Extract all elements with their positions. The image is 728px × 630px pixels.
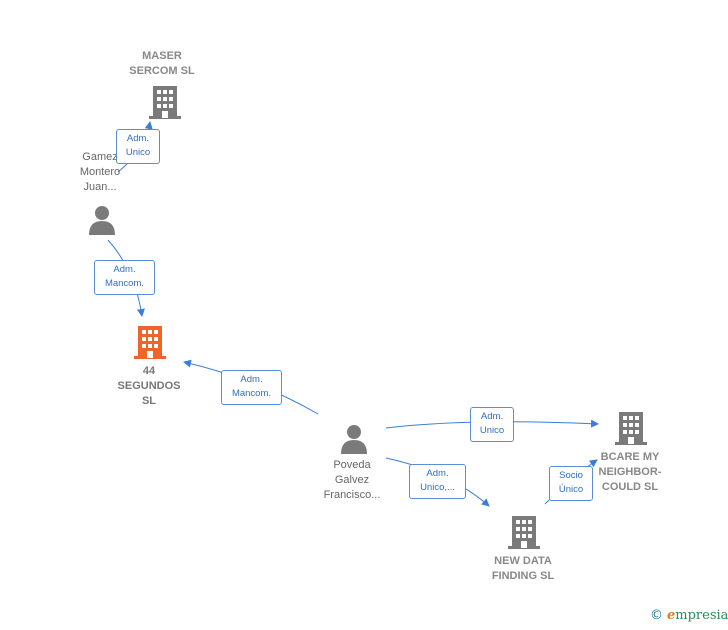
edge-label-poveda-newdata: Adm. Unico,... xyxy=(409,464,466,499)
node-label-bcare: BCARE MY NEIGHBOR- COULD SL xyxy=(598,451,662,493)
copyright-icon: © xyxy=(650,608,663,623)
node-label-maser: MASER SERCOM SL xyxy=(129,50,195,77)
edge-label-gamez-maser: Adm. Unico xyxy=(116,129,160,164)
building-icon[interactable] xyxy=(149,84,181,120)
building-icon[interactable] xyxy=(615,410,647,446)
edge-label-newdata-bcare: Socio Único xyxy=(549,466,593,501)
person-icon[interactable] xyxy=(87,205,117,235)
person-icon[interactable] xyxy=(339,424,369,454)
node-label-newdata: NEW DATA FINDING SL xyxy=(491,555,555,582)
edge-label-poveda-bcare: Adm. Unico xyxy=(470,407,514,442)
logo-text: mpresia xyxy=(675,608,728,623)
edge-label-poveda-segundos: Adm. Mancom. xyxy=(221,370,282,405)
building-icon[interactable] xyxy=(508,514,540,550)
building-icon[interactable] xyxy=(134,324,166,360)
logo-e: e xyxy=(667,608,676,623)
edge-label-gamez-segundos: Adm. Mancom. xyxy=(94,260,155,295)
node-label-segundos: 44 SEGUNDOS SL xyxy=(117,365,181,407)
node-label-poveda: Poveda Galvez Francisco... xyxy=(323,459,381,501)
node-label-gamez: Gamez Montero Juan... xyxy=(79,151,121,193)
empresia-logo[interactable]: © empresia xyxy=(650,608,728,623)
